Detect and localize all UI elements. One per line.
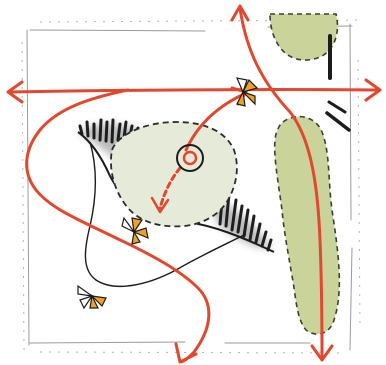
winding-route-arrow: [25, 88, 211, 364]
ridge-hatching: [78, 118, 273, 252]
target-circle-icon: [176, 144, 204, 172]
viewpoint-fan-icon: [77, 284, 107, 310]
footpath: [84, 141, 247, 287]
viewpoint-fan-icon: [121, 216, 149, 245]
dashed-descent-arrow: [150, 166, 182, 214]
green-area-north: [269, 13, 339, 61]
green-area-east: [273, 115, 341, 335]
north-south-axis-arrow: [230, 4, 334, 362]
viewpoint-fan-icon: [235, 77, 259, 107]
east-west-axis-arrow: [6, 78, 382, 104]
wall-marks: [325, 34, 351, 132]
